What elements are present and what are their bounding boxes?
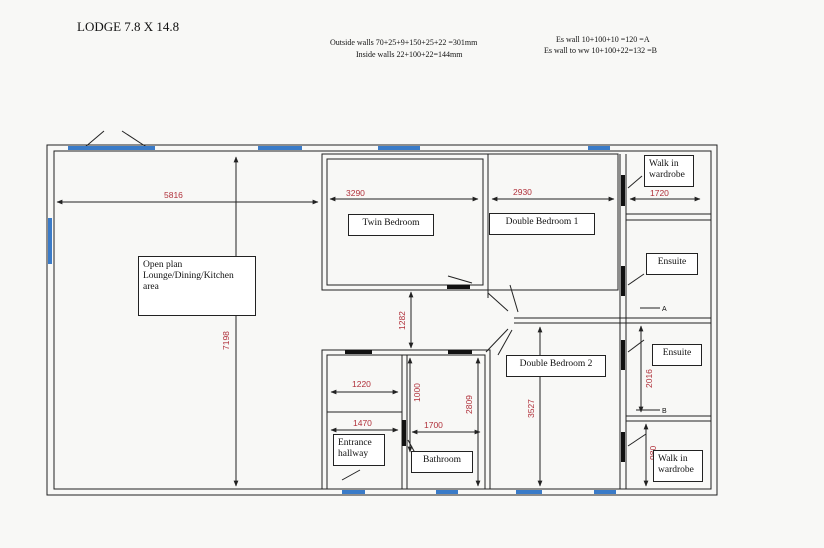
- dim-bath-width: 1700: [424, 420, 443, 430]
- room-walk-in-wardrobe-top: Walk in wardrobe: [644, 155, 694, 187]
- dim-ensuite-depth: 2016: [644, 369, 654, 388]
- dim-wardrobe-width: 1720: [650, 188, 669, 198]
- windows: [48, 146, 616, 494]
- room-double-bedroom-2: Double Bedroom 2: [506, 355, 606, 377]
- note-inside-walls: Inside walls 22+100+22=144mm: [356, 50, 463, 59]
- dim-double1-width: 2930: [513, 187, 532, 197]
- dim-double2-depth: 3527: [526, 399, 536, 418]
- room-ensuite-bottom: Ensuite: [652, 344, 702, 366]
- note-outside-walls: Outside walls 70+25+9+150+25+22 =301mm: [330, 38, 478, 47]
- room-entrance-hallway: Entrance hallway: [333, 434, 385, 466]
- outer-wall-outer-line: [46, 144, 718, 496]
- room-twin-bedroom: Twin Bedroom: [348, 214, 434, 236]
- dimension-lines: [56, 156, 701, 487]
- room-walk-in-wardrobe-bottom: Walk in wardrobe: [653, 450, 703, 482]
- plan-title: LODGE 7.8 X 14.8: [77, 19, 180, 34]
- bay-window-lines: [83, 130, 149, 149]
- dim-hall-width-b: 1470: [353, 418, 372, 428]
- room-bathroom: Bathroom: [411, 451, 473, 473]
- dim-bath-depth-b: 2809: [464, 395, 474, 414]
- room-double-bedroom-1: Double Bedroom 1: [489, 213, 595, 235]
- marker-a: A: [662, 306, 667, 313]
- dim-lounge-depth: 7198: [221, 331, 231, 350]
- dim-twin-width: 3290: [346, 188, 365, 198]
- wall-double-bedroom-1: [487, 153, 619, 291]
- room-ensuite-top: Ensuite: [646, 253, 698, 275]
- doors: [345, 175, 625, 462]
- dim-lounge-width: 5816: [164, 190, 183, 200]
- marker-b: B: [662, 408, 667, 415]
- note-es-wall: Es wall 10+100+10 =120 =A: [556, 35, 650, 44]
- room-open-plan: Open plan Lounge/Dining/Kitchen area: [138, 256, 256, 316]
- dim-bath-depth: 1000: [412, 383, 422, 402]
- note-es-wall-ww: Es wall to ww 10+100+22=132 =B: [544, 46, 657, 55]
- dim-hall-width-a: 1220: [352, 379, 371, 389]
- dim-corridor-depth: 1282: [397, 311, 407, 330]
